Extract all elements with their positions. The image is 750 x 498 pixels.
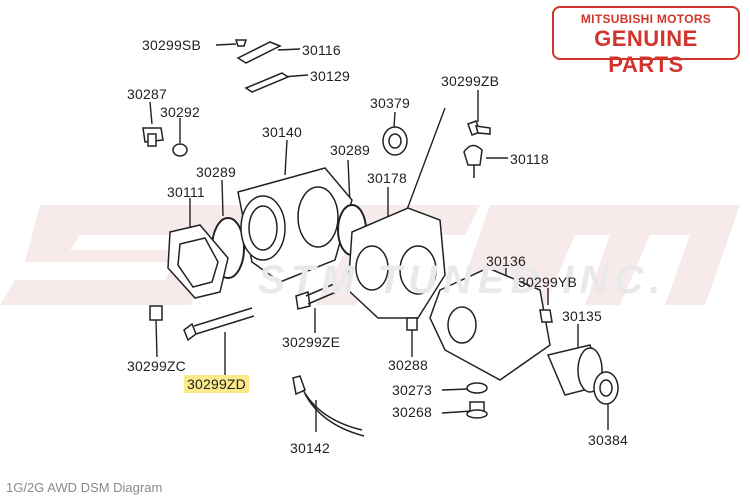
part-label-30273: 30273 [392,382,432,398]
part-label-30299yb: 30299YB [518,274,578,290]
part-label-30287: 30287 [127,86,167,102]
part-label-30299zc: 30299ZC [127,358,186,374]
part-label-30111: 30111 [167,184,205,200]
part-label-30299sb: 30299SB [142,37,202,53]
part-label-30289-left: 30289 [196,164,236,180]
part-label-30379: 30379 [370,95,410,111]
part-label-30142: 30142 [290,440,330,456]
part-label-30136: 30136 [486,253,526,269]
part-label-30299zd: 30299ZD [184,375,249,393]
part-label-30289-right: 30289 [330,142,370,158]
part-label-30129: 30129 [310,68,350,84]
part-label-30140: 30140 [262,124,302,140]
badge-line-1: MITSUBISHI MOTORS [580,12,712,26]
part-label-30299zb: 30299ZB [441,73,500,89]
part-label-30268: 30268 [392,404,432,420]
part-label-30116: 30116 [302,42,341,58]
part-label-30118: 30118 [510,151,549,167]
watermark-subtext: STM TUNED INC. [258,258,667,302]
diagram-caption: 1G/2G AWD DSM Diagram [6,480,163,495]
badge-line-2: GENUINE PARTS [594,26,698,77]
part-label-30384: 30384 [588,432,628,448]
parts [142,39,619,437]
genuine-parts-badge: MITSUBISHI MOTORS GENUINE PARTS [552,6,740,77]
part-label-30288: 30288 [388,357,428,373]
part-label-30292: 30292 [160,104,200,120]
part-label-30299ze: 30299ZE [282,334,341,350]
part-label-30135: 30135 [562,308,602,324]
part-label-30178: 30178 [367,170,407,186]
